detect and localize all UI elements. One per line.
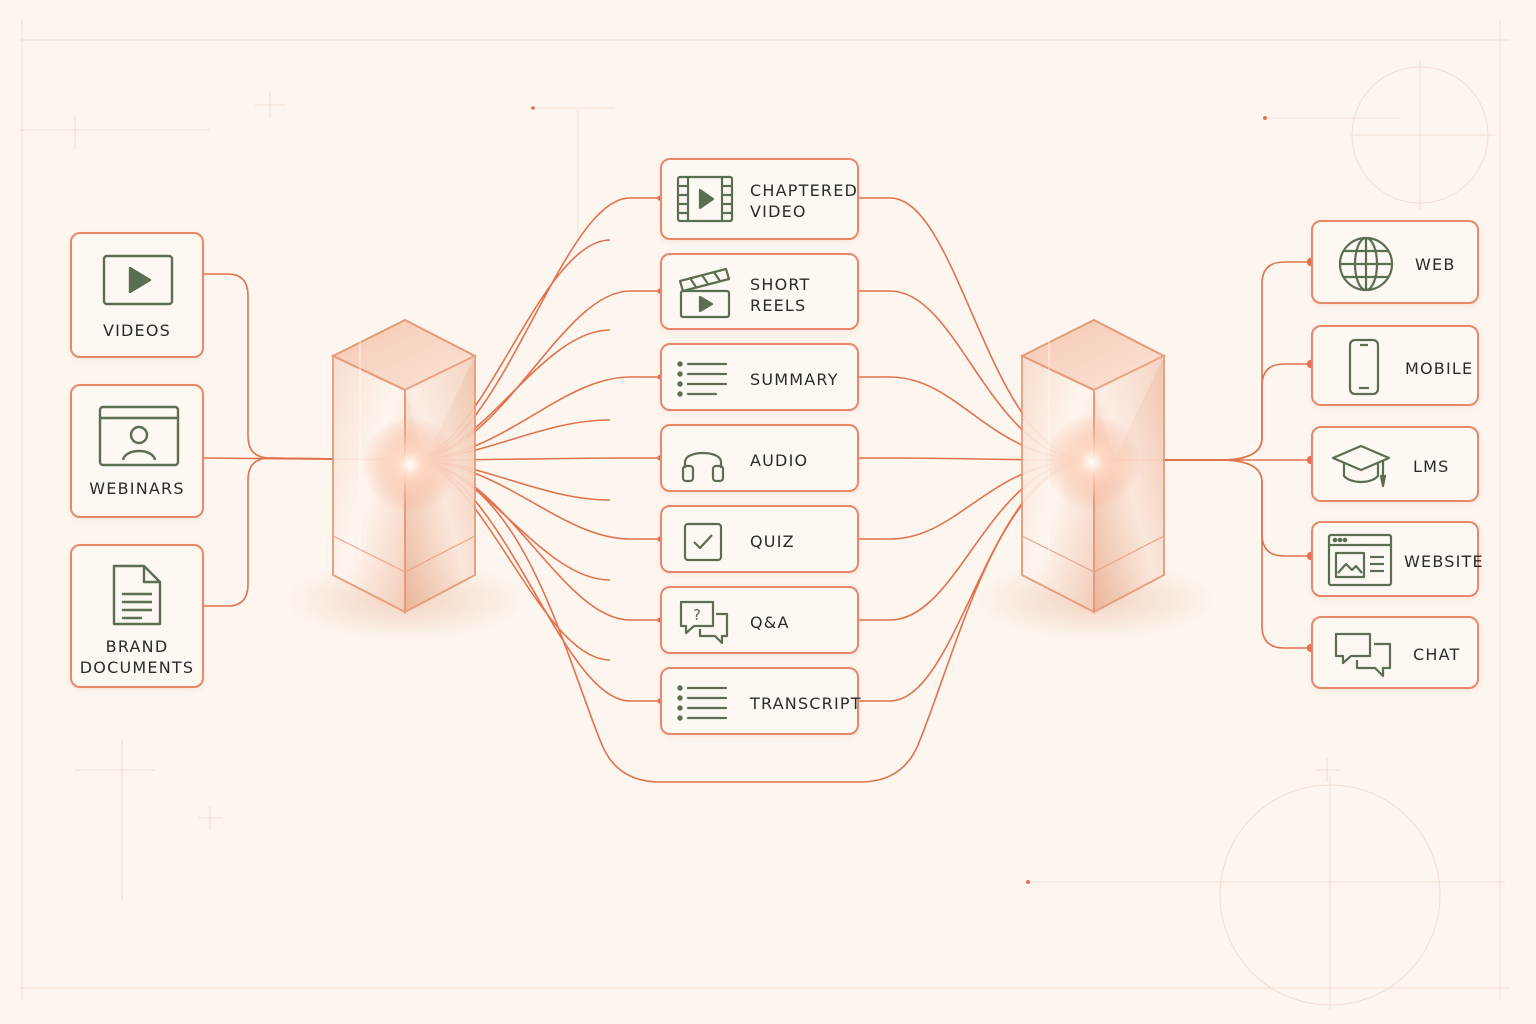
input-connector <box>204 273 411 461</box>
input-node-brand-documents[interactable]: BRAND DOCUMENTS <box>70 544 204 688</box>
output-label: CHAPTERED VIDEO <box>750 181 859 221</box>
list-icon <box>676 683 730 723</box>
headphones-icon <box>680 438 726 484</box>
input-label: WEBINARS <box>89 479 185 498</box>
output-node-chaptered-video[interactable]: CHAPTERED VIDEO <box>660 158 859 240</box>
channel-node-lms[interactable]: LMS <box>1311 426 1479 502</box>
processing-crystal-right <box>974 318 1214 640</box>
chat-bubbles-icon <box>1333 630 1393 680</box>
bottom-loop-connector <box>409 459 1091 783</box>
output-node-audio[interactable]: AUDIO <box>660 424 859 492</box>
input-node-videos[interactable]: VIDEOS <box>70 232 204 358</box>
output-node-transcript[interactable]: TRANSCRIPT <box>660 667 862 735</box>
output-node-short-reels[interactable]: SHORT REELS <box>660 253 859 330</box>
channel-node-website[interactable]: WEBSITE <box>1311 521 1483 597</box>
input-connector <box>204 457 411 607</box>
background-grid <box>20 20 1510 1010</box>
output-label: AUDIO <box>750 451 809 470</box>
output-label: SUMMARY <box>750 370 839 389</box>
graduation-cap-icon <box>1331 442 1391 492</box>
output-node-quiz[interactable]: QUIZ <box>660 505 859 573</box>
grid-dot <box>1263 116 1267 120</box>
grid-dot <box>531 106 535 110</box>
output-node-summary[interactable]: SUMMARY <box>660 343 859 411</box>
output-label: TRANSCRIPT <box>750 694 862 713</box>
grid-dot <box>1026 880 1030 884</box>
checkbox-icon <box>682 521 724 563</box>
channel-connector <box>1090 363 1311 461</box>
question-chat-icon: ? <box>678 598 730 648</box>
output-label: Q&A <box>750 613 790 632</box>
clapperboard-icon <box>676 265 734 319</box>
channel-node-mobile[interactable]: MOBILE <box>1311 325 1479 406</box>
channel-connector <box>1090 459 1311 649</box>
output-label: QUIZ <box>750 532 795 551</box>
input-node-webinars[interactable]: WEBINARS <box>70 384 204 518</box>
input-label: BRAND DOCUMENTS <box>79 637 195 677</box>
channel-label: WEBSITE <box>1404 552 1484 571</box>
channel-label: WEB <box>1415 255 1456 274</box>
film-strip-icon <box>676 174 734 224</box>
globe-icon <box>1337 235 1395 293</box>
list-icon <box>676 359 730 399</box>
channel-label: CHAT <box>1413 645 1461 664</box>
channel-label: MOBILE <box>1405 359 1474 378</box>
input-label: VIDEOS <box>102 321 172 340</box>
channel-label: LMS <box>1413 457 1450 476</box>
document-icon <box>110 562 164 628</box>
smartphone-icon <box>1347 337 1381 397</box>
connector-dots <box>531 106 1316 884</box>
browser-window-icon <box>1327 533 1393 587</box>
svg-text:?: ? <box>693 606 701 624</box>
channel-node-chat[interactable]: CHAT <box>1311 616 1479 689</box>
play-video-icon <box>100 252 176 310</box>
output-label: SHORT REELS <box>750 275 811 315</box>
webinar-person-icon <box>97 404 181 468</box>
output-node-qa[interactable]: ? Q&A <box>660 586 859 654</box>
channel-node-web[interactable]: WEB <box>1311 220 1479 304</box>
processing-crystal-left <box>285 318 525 640</box>
